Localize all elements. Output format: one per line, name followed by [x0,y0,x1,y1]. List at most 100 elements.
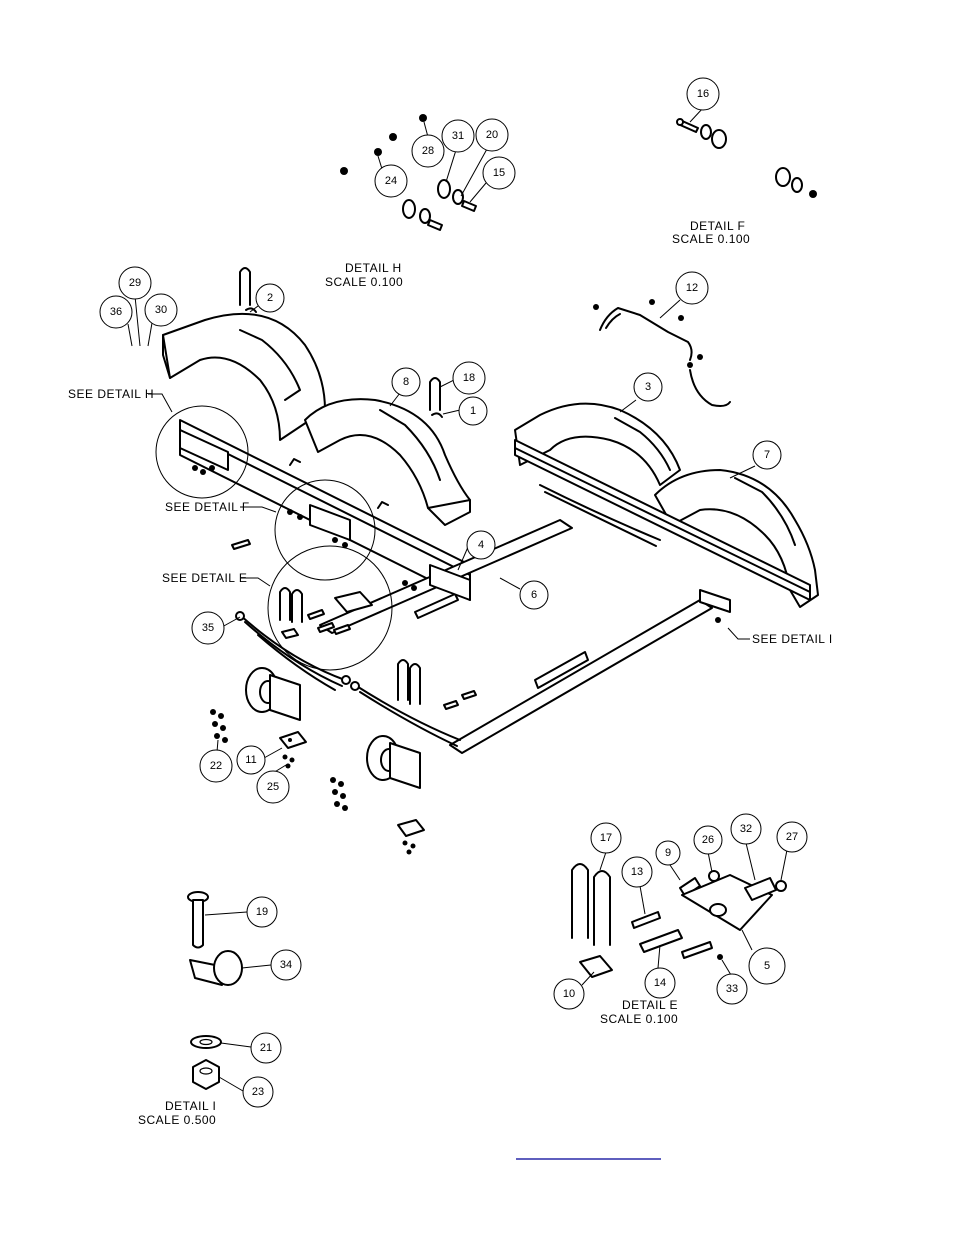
balloon-25: 25 [256,770,290,804]
svg-text:33: 33 [726,983,738,995]
balloon-19: 19 [246,896,278,928]
detail-f-circle-parts [231,504,351,550]
u-bolt-18 [429,377,443,418]
balloon-31: 31 [441,119,475,153]
leaf-spring-rear [539,484,661,547]
balloon-27: 27 [776,821,808,853]
svg-text:19: 19 [256,906,268,918]
fender-right-rear [514,402,681,486]
balloon-15: 15 [482,156,516,190]
svg-text:8: 8 [403,376,409,388]
frame-right-rail [514,439,811,601]
balloon-35: 35 [191,611,225,645]
fender-left-front [304,398,471,526]
balloon-29: 29 [118,266,152,300]
balloon-14: 14 [644,967,676,999]
hardware-center [330,777,425,855]
balloon-26: 26 [693,825,723,855]
svg-text:31: 31 [452,130,464,142]
detail-e-circle-parts [279,587,373,639]
balloon-10: 10 [553,978,585,1010]
svg-text:15: 15 [493,167,505,179]
detail-f-parts [676,118,817,198]
svg-text:28: 28 [422,145,434,157]
svg-text:2: 2 [267,292,273,304]
svg-text:32: 32 [740,823,752,835]
balloon-3: 3 [633,372,663,402]
svg-text:36: 36 [110,306,122,318]
fender-left-rear [162,312,326,441]
balloon-1: 1 [458,396,488,426]
callout-see-detail-i: SEE DETAIL I [727,627,833,646]
svg-text:13: 13 [631,866,643,878]
svg-text:23: 23 [252,1086,264,1098]
cross-tube-rear [449,599,713,754]
detail-e-title: DETAIL E [622,998,678,1012]
balloon-6: 6 [519,580,549,610]
svg-text:35: 35 [202,622,214,634]
detail-h-parts [340,114,477,231]
balloon-leaders [127,107,788,1092]
svg-text:18: 18 [463,372,475,384]
balloon-32: 32 [730,813,762,845]
callout-see-detail-f: SEE DETAIL F [165,500,277,514]
balloon-22: 22 [199,749,233,783]
svg-text:6: 6 [531,589,537,601]
svg-text:9: 9 [665,847,671,859]
balloon-28: 28 [411,134,445,168]
hub-right [366,735,421,789]
fender-right-front [654,469,819,608]
balloon-5: 5 [748,947,786,985]
plate-11 [279,731,307,769]
detail-e-circle [267,545,393,671]
svg-text:4: 4 [478,539,484,551]
detail-h-circle-parts [179,429,229,475]
svg-text:29: 29 [129,277,141,289]
svg-text:3: 3 [645,381,651,393]
hub-left [245,667,301,721]
svg-text:20: 20 [486,129,498,141]
svg-text:22: 22 [210,760,222,772]
balloon-21: 21 [250,1032,282,1064]
balloon-11: 11 [236,745,266,775]
balloon-13: 13 [621,856,653,888]
detail-f-scale: SCALE 0.100 [672,232,750,246]
svg-text:21: 21 [260,1042,272,1054]
detail-f-label: DETAIL F SCALE 0.100 [672,219,750,246]
detail-i-parts [187,891,243,1090]
svg-text:1: 1 [470,405,476,417]
balloon-18: 18 [452,361,486,395]
balloon-34: 34 [270,949,302,981]
svg-text:5: 5 [764,960,770,972]
svg-text:25: 25 [267,781,279,793]
balloon-20: 20 [475,118,509,152]
detail-f-title: DETAIL F [690,219,745,233]
svg-text:14: 14 [654,977,666,989]
bracket-detail-i [699,589,731,623]
balloon-23: 23 [242,1076,274,1108]
hardware-22 [210,709,228,743]
balloon-2: 2 [255,283,285,313]
stabilizer-bar [593,299,731,407]
callout-see-detail-h: SEE DETAIL H [68,387,173,413]
balloon-30: 30 [144,293,178,327]
balloon-9: 9 [655,840,681,866]
balloon-16: 16 [686,77,720,111]
frame-bracket-4 [402,564,471,601]
detail-h-scale: SCALE 0.100 [325,275,403,289]
svg-text:SEE DETAIL I: SEE DETAIL I [752,632,833,646]
svg-text:7: 7 [764,449,770,461]
balloon-7: 7 [752,440,782,470]
balloon-17: 17 [590,822,622,854]
detail-e-scale: SCALE 0.100 [600,1012,678,1026]
svg-text:24: 24 [385,175,397,187]
detail-f-circle [274,479,376,581]
svg-text:11: 11 [245,754,256,766]
balloon-36: 36 [99,295,133,329]
svg-text:10: 10 [563,988,575,1000]
svg-text:SEE DETAIL H: SEE DETAIL H [68,387,154,401]
balloon-4: 4 [466,530,496,560]
balloon-12: 12 [675,271,709,305]
svg-text:30: 30 [155,304,167,316]
